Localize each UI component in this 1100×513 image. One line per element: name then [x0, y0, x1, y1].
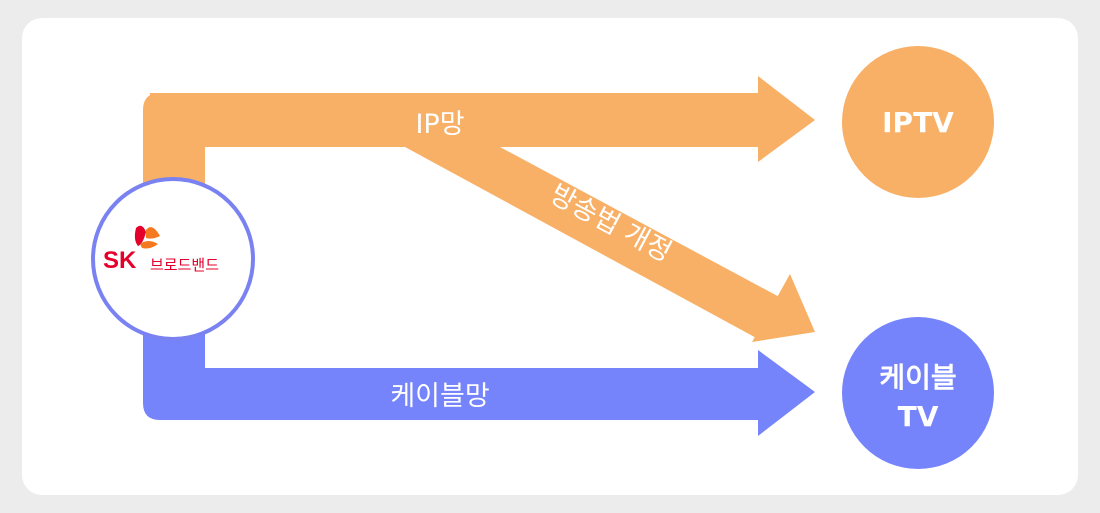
law-revision-shaft: [405, 147, 785, 340]
ip-network-label: IP망: [415, 109, 464, 140]
cable-tv-node: 케이블 TV: [842, 317, 994, 469]
source-circle: [91, 177, 255, 341]
iptv-node: IPTV: [842, 46, 994, 198]
sk-logo-brand: SK: [103, 247, 137, 274]
sk-logo: SK 브로드밴드: [103, 225, 219, 274]
ip-network-horizontal-shaft: [150, 76, 815, 162]
law-revision-head: [752, 274, 815, 342]
ip-network-arrow: [143, 76, 815, 205]
cable-network-label: 케이블망: [390, 381, 489, 412]
sk-butterfly-icon: [134, 225, 160, 249]
cable-network-horizontal-shaft: [143, 350, 815, 436]
cable-tv-circle: [842, 317, 994, 469]
iptv-label: IPTV: [882, 106, 954, 139]
cable-tv-label-line2: TV: [898, 400, 939, 433]
sk-broadband-node: SK 브로드밴드: [91, 177, 255, 341]
law-revision-arrow: [405, 147, 815, 342]
sk-logo-name: 브로드밴드: [150, 256, 219, 274]
cable-tv-label-line1: 케이블: [879, 361, 956, 394]
cable-network-arrow: [143, 320, 815, 436]
iptv-circle: [842, 46, 994, 198]
